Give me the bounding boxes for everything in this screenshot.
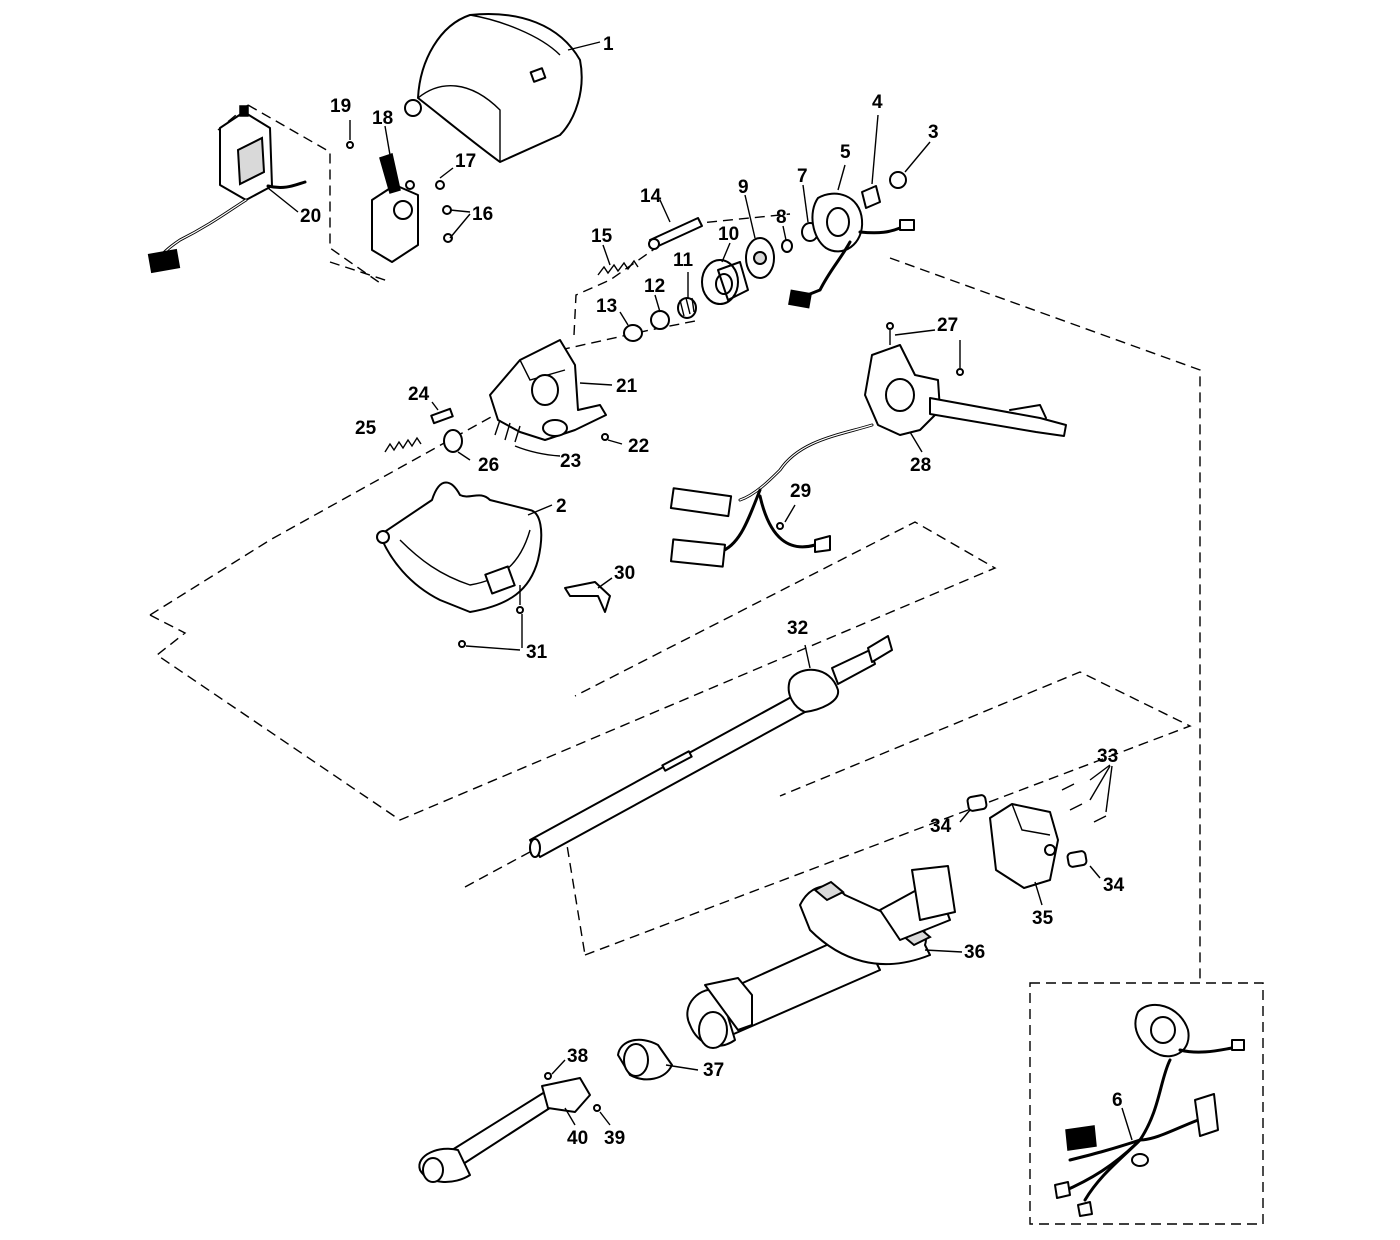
callout-6: 6 [1112,1090,1123,1111]
callout-3: 3 [928,122,939,143]
callout-36: 36 [964,942,985,963]
bearings-and-gear-parts-7-13 [619,184,819,342]
callout-25: 25 [355,418,377,439]
callout-12: 12 [644,276,665,297]
bearing-part-37 [617,1038,699,1081]
callout-10: 10 [718,224,739,245]
callout-21: 21 [616,376,638,397]
callout-22: 22 [628,436,649,457]
steering-shaft-part-32 [529,635,893,858]
callout-11: 11 [673,250,694,271]
lower-cover-part-2 [376,481,553,651]
callout-24: 24 [408,384,430,405]
callout-39: 39 [604,1128,625,1149]
upper-cover-part-1 [404,13,601,163]
callout-15: 15 [591,226,613,247]
intermediate-shaft-parts-38-40 [418,1059,611,1183]
switch-assembly-parts-3-5 [788,114,931,309]
callout-labels: 1 2 3 4 5 6 7 8 9 10 11 12 13 14 15 16 1… [300,34,1125,1149]
turn-signal-switch-parts-27-29 [669,322,1067,568]
callout-17: 17 [455,151,476,172]
housing-part-21 [489,339,623,457]
inset-box [1029,982,1264,1225]
callout-13: 13 [596,296,617,317]
lock-module-part-20 [147,105,307,274]
callout-40: 40 [567,1128,588,1149]
callout-29: 29 [790,481,811,502]
callout-34-left: 34 [930,816,952,837]
callout-5: 5 [840,142,851,163]
assembly-guide-lines [149,104,1264,1225]
callout-38: 38 [567,1046,588,1067]
callout-23: 23 [560,451,581,472]
callout-16: 16 [472,204,493,225]
column-jacket-part-36 [686,865,963,1049]
callout-28: 28 [910,455,931,476]
lever-part-30 [564,577,613,613]
lock-housing-parts-16-19 [346,120,471,263]
callout-30: 30 [614,563,635,584]
callout-1: 1 [603,34,614,55]
callout-9: 9 [738,177,749,198]
callout-33: 33 [1097,746,1118,767]
pin-spring-gear-parts-24-26 [384,401,471,461]
callout-31: 31 [526,642,548,663]
callout-19: 19 [330,96,351,117]
callout-14: 14 [640,186,662,207]
inset-harness-part-6 [1054,1003,1245,1217]
callout-26: 26 [478,455,499,476]
callout-32: 32 [787,618,808,639]
pin-and-spring-parts-14-15 [597,199,703,276]
mount-plate-parts-33-35 [959,764,1113,906]
callout-20: 20 [300,206,321,227]
callout-34-right: 34 [1103,875,1125,896]
callout-18: 18 [372,108,393,129]
callout-4: 4 [872,92,883,113]
callout-2: 2 [556,496,567,517]
callout-7: 7 [797,166,808,187]
callout-35: 35 [1032,908,1054,929]
callout-27: 27 [937,315,958,336]
callout-37: 37 [703,1060,724,1081]
callout-8: 8 [776,207,787,228]
